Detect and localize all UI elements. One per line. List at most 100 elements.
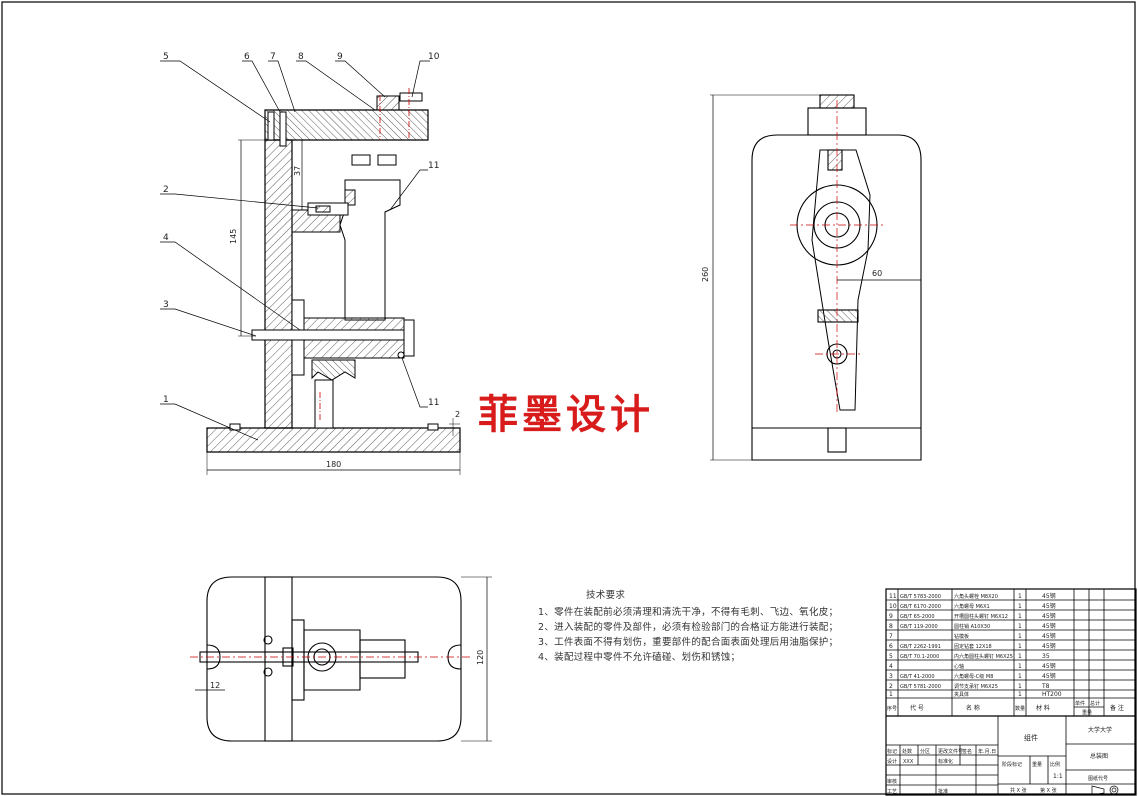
balloon-11-top: 11 [428, 161, 439, 171]
svg-text:GB/T 119-2000: GB/T 119-2000 [900, 624, 938, 630]
svg-text:1: 1 [1018, 683, 1022, 690]
bom-header-weight: 重量 [1082, 709, 1092, 716]
svg-text:GB/T 5783-2000: GB/T 5783-2000 [900, 594, 941, 600]
svg-text:GB/T 6170-2000: GB/T 6170-2000 [900, 604, 941, 610]
svg-text:批准: 批准 [938, 788, 948, 795]
balloon-labels: 5 6 7 8 9 10 2 4 3 1 11 11 [163, 52, 440, 408]
technical-requirements: 技术要求 1、零件在装配前必须清理和清洗干净，不得有毛刺、飞边、氧化皮； 2、进… [538, 588, 868, 665]
assembly-title: 组件 [1024, 733, 1038, 742]
balloon-5: 5 [163, 52, 169, 62]
svg-text:11: 11 [889, 593, 897, 600]
svg-text:心轴: 心轴 [954, 663, 964, 670]
dim-60: 60 [872, 269, 882, 278]
svg-text:3: 3 [889, 673, 893, 680]
balloon-4: 4 [163, 233, 169, 243]
scale-label: 比例 [1050, 761, 1060, 768]
svg-text:45钢: 45钢 [1042, 622, 1056, 630]
balloon-10: 10 [428, 52, 440, 62]
balloon-2: 2 [163, 185, 169, 195]
svg-text:45钢: 45钢 [1042, 632, 1056, 640]
svg-text:45钢: 45钢 [1042, 612, 1056, 620]
balloon-7: 7 [270, 52, 276, 62]
bom-header-no: 序号 [887, 705, 897, 712]
dim-145: 145 [229, 229, 238, 244]
leader-lines [160, 60, 430, 441]
svg-text:开槽圆柱头螺钉 M6X12: 开槽圆柱头螺钉 M6X12 [954, 613, 1008, 620]
svg-text:处数: 处数 [902, 748, 912, 755]
svg-text:圆柱销 A10X30: 圆柱销 A10X30 [954, 623, 990, 630]
dim-2: 2 [455, 410, 460, 419]
svg-text:1: 1 [1018, 643, 1022, 650]
svg-text:固定钻套 12X18: 固定钻套 12X18 [954, 643, 992, 650]
front-section-view [206, 88, 461, 475]
weight-label: 重量 [1032, 761, 1042, 768]
dim-260: 260 [701, 267, 710, 282]
drawing-no-label: 图纸代号 [1088, 775, 1108, 782]
svg-text:夹具体: 夹具体 [954, 691, 969, 698]
svg-text:标准化: 标准化 [938, 758, 953, 765]
svg-text:8: 8 [889, 623, 893, 630]
drawing-name: 总装图 [1090, 752, 1108, 760]
dim-120: 120 [476, 650, 485, 665]
bom-header-qty: 数量 [1015, 705, 1025, 712]
svg-text:45钢: 45钢 [1042, 592, 1056, 600]
tech-item-3: 3、工件表面不得有划伤，重要部件的配合面表面处理后用油脂保护； [538, 637, 839, 648]
svg-text:审核: 审核 [887, 778, 897, 785]
svg-text:六角头螺栓 M8X20: 六角头螺栓 M8X20 [954, 593, 998, 600]
svg-text:1: 1 [1018, 663, 1022, 670]
svg-text:35: 35 [1042, 653, 1050, 660]
svg-text:HT200: HT200 [1042, 691, 1062, 698]
svg-text:GB/T 41-2000: GB/T 41-2000 [900, 674, 935, 680]
svg-text:六角螺母-C级 M8: 六角螺母-C级 M8 [954, 673, 993, 680]
svg-text:10: 10 [889, 603, 897, 610]
balloon-8: 8 [298, 52, 304, 62]
svg-text:钻模板: 钻模板 [954, 633, 969, 640]
balloon-6: 6 [244, 52, 250, 62]
stage-label: 阶段标记 [1002, 761, 1022, 768]
balloon-9: 9 [337, 52, 343, 62]
sheet-no: 第 X 张 [1040, 787, 1057, 794]
svg-text:45钢: 45钢 [1042, 602, 1056, 610]
svg-text:六角螺母 M6X1: 六角螺母 M6X1 [954, 603, 990, 610]
svg-text:1: 1 [1018, 603, 1022, 610]
svg-text:1: 1 [1018, 673, 1022, 680]
balloon-3: 3 [163, 300, 169, 310]
bom-header-material: 材 料 [1036, 704, 1050, 712]
svg-text:T8: T8 [1041, 683, 1050, 690]
tech-item-1: 1、零件在装配前必须清理和清洗干净，不得有毛刺、飞边、氧化皮； [538, 607, 839, 618]
svg-text:1: 1 [1018, 633, 1022, 640]
svg-text:XXX: XXX [903, 759, 914, 765]
svg-text:2: 2 [889, 683, 893, 690]
svg-text:1: 1 [889, 691, 893, 698]
svg-text:GB/T 2262-1991: GB/T 2262-1991 [900, 644, 941, 650]
svg-text:内六角圆柱头螺钉 M6X25: 内六角圆柱头螺钉 M6X25 [954, 653, 1013, 660]
svg-text:工艺: 工艺 [887, 789, 897, 795]
svg-text:签名: 签名 [962, 748, 972, 755]
svg-text:45钢: 45钢 [1042, 662, 1056, 670]
svg-text:GB/T 65-2000: GB/T 65-2000 [900, 614, 935, 620]
watermark: 菲墨设计 [478, 391, 654, 438]
bom-header-name: 名 称 [966, 704, 980, 712]
svg-text:设计: 设计 [887, 758, 897, 765]
svg-text:更改文件号: 更改文件号 [938, 748, 963, 755]
svg-text:标记: 标记 [887, 748, 897, 755]
side-view [710, 94, 922, 461]
projection-symbol-icon [1091, 785, 1119, 796]
svg-text:1: 1 [1018, 613, 1022, 620]
svg-text:调节支承钉 M6X25: 调节支承钉 M6X25 [954, 683, 998, 690]
svg-text:分区: 分区 [920, 748, 930, 755]
dim-180: 180 [326, 460, 341, 469]
sheet-total: 共 X 张 [1010, 787, 1027, 794]
svg-text:1: 1 [1018, 691, 1022, 698]
svg-text:1: 1 [1018, 623, 1022, 630]
svg-text:4: 4 [889, 663, 893, 670]
top-view [190, 576, 492, 742]
svg-text:5: 5 [889, 653, 893, 660]
svg-text:1: 1 [1018, 593, 1022, 600]
svg-text:45钢: 45钢 [1042, 642, 1056, 650]
bom-header-code: 代 号 [910, 704, 924, 712]
balloon-1: 1 [163, 395, 169, 405]
dim-12: 12 [210, 681, 220, 690]
scale-value: 1:1 [1053, 773, 1063, 780]
